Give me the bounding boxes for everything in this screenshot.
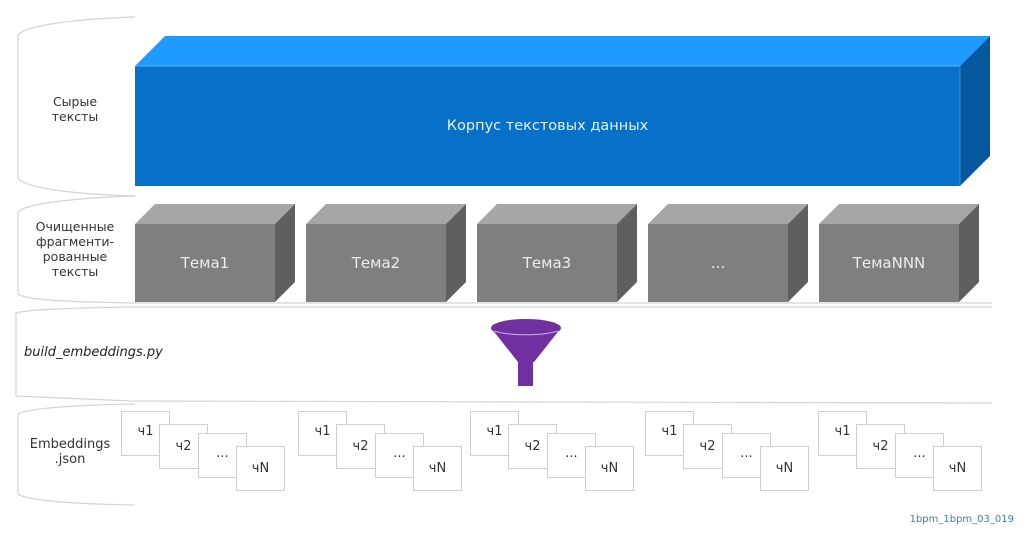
topic-cube-front — [477, 224, 617, 302]
topic-cube-top — [819, 204, 979, 224]
row-bracket-raw — [17, 16, 136, 197]
script-label: build_embeddings.py — [24, 345, 163, 360]
topic-cube-front — [306, 224, 446, 302]
row-label-clean-line2: фрагменти- — [35, 234, 115, 249]
topic-cube-front — [135, 224, 275, 302]
row-label-clean-line3: рованные — [42, 249, 108, 264]
topic-cube — [477, 204, 637, 302]
figure-id: 1bpm_1bpm_03_019 — [909, 514, 1014, 525]
topic-label: Тема1 — [180, 254, 230, 272]
topic-cube-side — [959, 204, 979, 302]
topic-label: Тема2 — [351, 254, 401, 272]
topic-cube-front — [648, 224, 788, 302]
topic-cube — [819, 204, 979, 302]
topic-cube-front — [819, 224, 959, 302]
row-label-clean-line4: тексты — [51, 264, 99, 279]
corpus-cube-top — [135, 36, 990, 66]
corpus-cube-front — [135, 66, 960, 186]
topic-label: Тема3 — [522, 254, 572, 272]
row-bracket-embeddings — [17, 403, 136, 506]
topic-cube-top — [135, 204, 295, 224]
topic-cube-top — [477, 204, 637, 224]
topic-cubes — [135, 204, 979, 302]
row-label-raw-line2: тексты — [51, 109, 99, 124]
topic-cube-side — [275, 204, 295, 302]
topic-cube-side — [446, 204, 466, 302]
topic-cube-top — [306, 204, 466, 224]
chunk-card: чN — [933, 446, 982, 491]
topic-cube-side — [617, 204, 637, 302]
topic-cube-top — [648, 204, 808, 224]
corpus-label: Корпус текстовых данных — [446, 118, 649, 134]
topic-cube — [135, 204, 295, 302]
topic-label: ТемаNNN — [852, 254, 926, 272]
row-bracket-script — [15, 306, 993, 404]
row-bracket-clean — [17, 195, 992, 304]
row-label-raw-line1: Сырые — [52, 94, 98, 109]
chunk-card: чN — [236, 446, 285, 491]
row-label-clean: Очищенные фрагменти- рованные тексты — [25, 219, 125, 279]
funnel-icon — [491, 319, 561, 386]
chunk-card: чN — [585, 446, 634, 491]
row-label-raw: Сырые тексты — [30, 94, 120, 124]
topic-cube-side — [788, 204, 808, 302]
row-label-embeddings-line1: Embeddings — [29, 437, 111, 452]
corpus-cube — [135, 36, 990, 186]
chunk-card: чN — [760, 446, 809, 491]
topic-label: ... — [710, 254, 726, 272]
topic-cube — [306, 204, 466, 302]
corpus-cube-side — [960, 36, 990, 186]
topic-cube — [648, 204, 808, 302]
row-label-embeddings-line2: .json — [54, 452, 86, 467]
chunk-card: чN — [413, 446, 462, 491]
row-label-embeddings: Embeddings .json — [20, 437, 120, 467]
row-label-clean-line1: Очищенные — [35, 219, 115, 234]
